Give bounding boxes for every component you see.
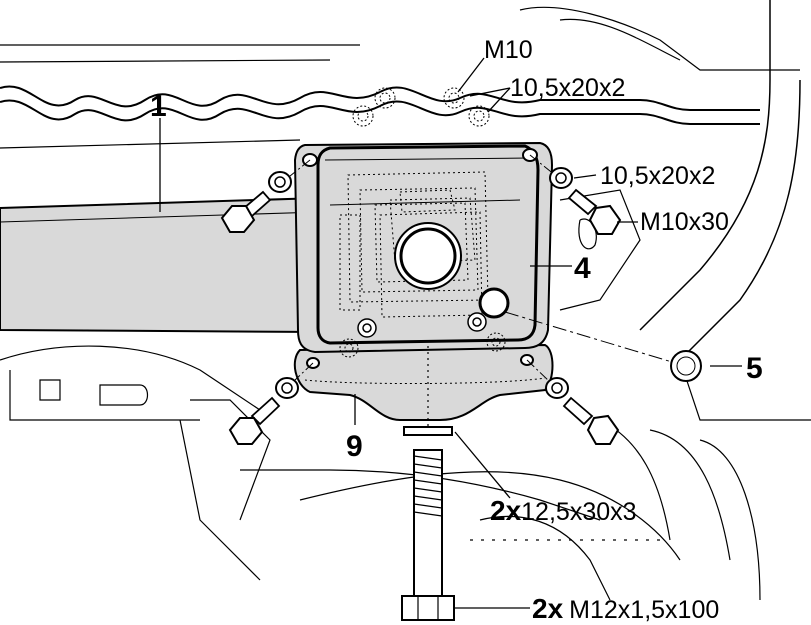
bolt-bottom-spec: M12x1,5x100 — [569, 596, 719, 624]
bolt-bottom — [401, 449, 455, 621]
label-bolt-m10x30: M10x30 — [640, 208, 729, 236]
rubber-plug — [670, 350, 702, 382]
bolt-lower-right — [526, 359, 620, 445]
label-part-1: 1 — [150, 90, 167, 123]
plate-nuts — [357, 312, 487, 338]
label-part-9: 9 — [346, 430, 363, 463]
label-nut-m10: M10 — [484, 36, 533, 64]
bolt-upper-right — [529, 154, 622, 235]
label-washer-top: 10,5x20x2 — [510, 74, 625, 102]
bolt-upper-left — [220, 159, 311, 233]
label-part-5: 5 — [746, 352, 763, 385]
hidden-nuts — [339, 87, 506, 358]
label-washer-bottom: 2x12,5x30x3 — [490, 495, 637, 526]
washer-bottom — [403, 426, 453, 436]
leader-lines — [159, 57, 742, 609]
washer-bottom-spec: 12,5x30x3 — [521, 498, 636, 526]
lower-bracket — [293, 343, 554, 421]
label-washer-right: 10,5x20x2 — [600, 162, 715, 190]
plug-hole — [478, 287, 510, 319]
label-part-4: 4 — [574, 252, 591, 285]
central-hole — [394, 222, 462, 430]
longitudinal-beam — [0, 196, 321, 334]
bolt-bottom-qty: 2x — [532, 593, 564, 624]
bolt-lower-left — [228, 362, 314, 445]
washer-bottom-qty: 2x — [490, 495, 522, 526]
